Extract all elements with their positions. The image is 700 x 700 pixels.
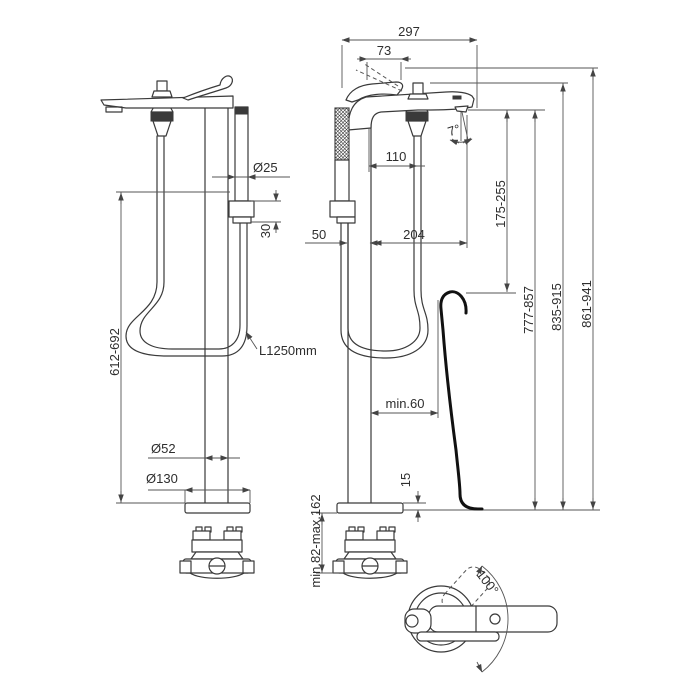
riser-column-side (347, 111, 372, 504)
handle-top-view: 100° (404, 565, 558, 673)
dim-outlet-offset: 110 (368, 128, 425, 172)
shower-hose-side (340, 135, 429, 359)
bathtub-rim-outline (439, 290, 484, 511)
handle-plan (428, 605, 558, 633)
side-view (329, 62, 600, 579)
wand-holder-sleeve (228, 200, 255, 218)
spout (100, 95, 234, 109)
dim-holder-height: 612-692 (107, 191, 230, 504)
dim-holder-offset: 30 (251, 190, 281, 238)
spout-aerator (105, 106, 123, 113)
handle-raised-position (355, 62, 403, 92)
dim-7deg-label: 7° (446, 121, 462, 139)
dim-rim-clearance: min.60 (370, 300, 439, 418)
diverter-knob (151, 80, 173, 98)
dim-50-label: 50 (312, 227, 326, 242)
dim-15-label: 15 (398, 473, 413, 487)
dim-max-height: 861-941 (405, 67, 598, 510)
dim-204-label: 204 (403, 227, 425, 242)
dim-861-941-label: 861-941 (579, 280, 594, 328)
shower-hose (125, 135, 248, 357)
floor-flange-side (336, 502, 404, 514)
wand-holder-sleeve-side (329, 200, 356, 218)
dim-spout-height: 777-857 (521, 110, 538, 510)
dim-30-label: 30 (258, 224, 273, 238)
hand-shower-wand (228, 106, 255, 224)
dim-73-label: 73 (377, 43, 391, 58)
dim-835-915-label: 835-915 (549, 283, 564, 331)
floor-mounting-body-side (332, 526, 408, 579)
dim-handshower-offset: 50 (305, 227, 380, 246)
dim-body-height: 835-915 (430, 82, 568, 510)
dim-hose-length: L1250mm (245, 331, 317, 358)
hose-nut-side (336, 216, 356, 224)
dim-612-692-label: 612-692 (107, 328, 122, 376)
handle-screw (489, 613, 501, 625)
dim-dia130-label: Ø130 (146, 471, 178, 486)
handle-lower-edge (416, 631, 500, 642)
dim-dia52-label: Ø52 (151, 441, 176, 456)
floor-flange (184, 502, 251, 514)
dim-base-diameter: Ø130 (146, 471, 251, 503)
hand-shower-wand-side (329, 107, 356, 224)
dim-297-label: 297 (398, 24, 420, 39)
diverter-knob-side (407, 82, 429, 100)
dim-spout-angle: 7° (446, 111, 473, 146)
dim-base-plate-height: 15 (398, 473, 426, 522)
dim-777-857-label: 777-857 (521, 286, 536, 334)
hose-nut (232, 216, 252, 224)
dim-handle-length: 73 (357, 43, 411, 80)
front-view (100, 75, 255, 579)
dim-min82-max162-label: min.82-max.162 (308, 494, 323, 587)
dim-175-255-label: 175-255 (493, 180, 508, 228)
floor-mounting-body (179, 526, 255, 579)
dim-handshower-diameter: Ø25 (212, 160, 290, 180)
spout-mouth (454, 105, 469, 113)
spout-tip-mark (452, 95, 462, 100)
dim-100deg-label: 100° (473, 567, 501, 597)
dim-floor-depth: min.82-max.162 (308, 494, 344, 588)
dim-spout-to-rim: 175-255 (466, 109, 545, 294)
mixer-handle-side (345, 81, 404, 103)
dim-hose-length-label: L1250mm (259, 343, 317, 358)
dim-spout-reach: 204 (370, 115, 468, 248)
dim-column-diameter: Ø52 (148, 441, 240, 461)
dim-min60-label: min.60 (385, 396, 424, 411)
mixer-handle (182, 75, 233, 101)
dim-overall-projection: 297 (341, 24, 478, 108)
riser-column (204, 107, 229, 504)
dim-110-label: 110 (386, 149, 407, 164)
dim-dia25-label: Ø25 (253, 160, 278, 175)
spout-side (347, 91, 475, 131)
